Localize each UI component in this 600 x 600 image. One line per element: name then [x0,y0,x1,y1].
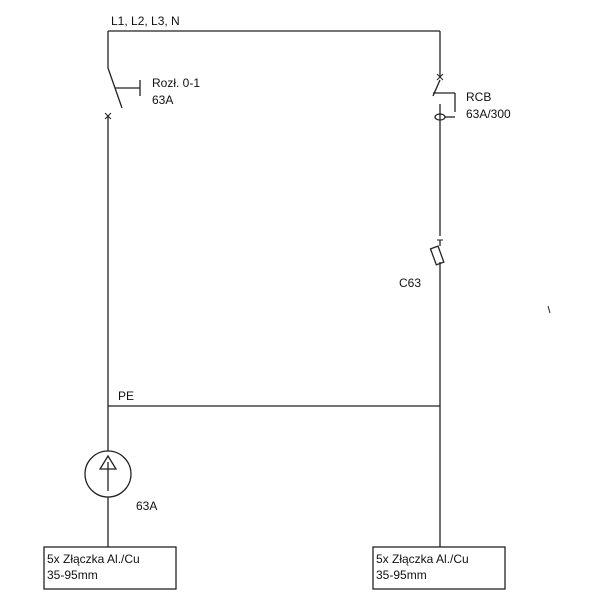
disconnect-switch-symbol [104,67,141,120]
supply-bus [107,30,441,77]
fuse-rating-label: C63 [399,276,421,290]
terminal-box-right [372,546,506,590]
switch-name-label: Rozł. 0-1 [152,76,200,90]
meter-rating-label: 63A [136,499,157,513]
fuse-symbol [429,200,445,451]
terminal-right-line2: 35-95mm [376,568,427,582]
rcb-symbol [432,73,456,200]
terminal-right-line1: 5x Złączka Al./Cu [376,552,469,566]
pe-label: PE [118,389,134,403]
stray-mark [547,305,551,314]
rcb-name-label: RCB [466,90,491,104]
meter-symbol [84,450,132,547]
terminal-left-line1: 5x Złączka Al./Cu [47,552,140,566]
terminal-box-left [43,546,177,590]
supply-label: L1, L2, L3, N [111,14,180,28]
rcb-rating-label: 63A/300 [466,107,511,121]
terminal-left-line2: 35-95mm [47,568,98,582]
switch-rating-label: 63A [152,93,173,107]
